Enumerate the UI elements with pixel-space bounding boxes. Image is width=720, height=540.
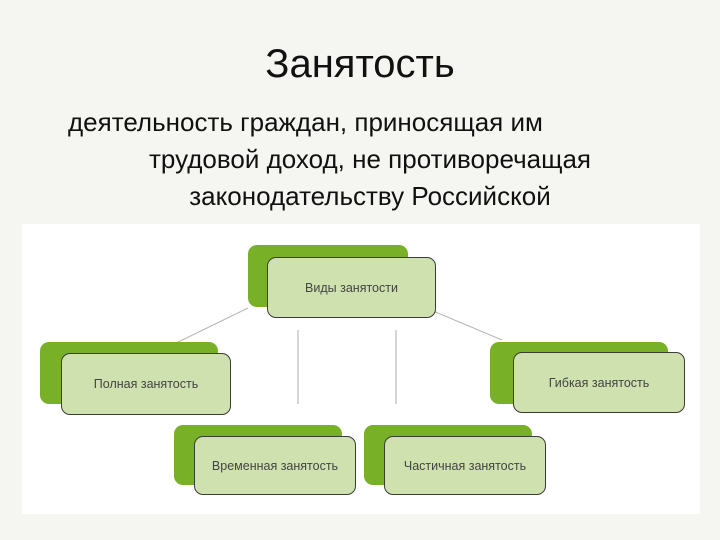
connector-root-full (169, 307, 249, 347)
node-label: Временная занятость (194, 436, 356, 495)
diagram-panel: Виды занятости Полная занятость Гибкая з… (22, 224, 700, 514)
connector-root-flexible (425, 307, 503, 341)
connector-lines (169, 307, 503, 404)
definition-line-2: трудовой доход, не противоречащая (149, 144, 591, 174)
definition-line-1: деятельность граждан, приносящая им (68, 107, 543, 137)
node-label: Виды занятости (267, 257, 436, 318)
slide-title: Занятость (265, 42, 455, 86)
node-label: Полная занятость (61, 353, 231, 415)
node-label: Частичная занятость (384, 436, 546, 495)
definition-text: деятельность граждан, приносящая им труд… (60, 104, 680, 215)
node-label: Гибкая занятость (513, 352, 685, 413)
definition-line-3: законодательству Российской (189, 181, 551, 211)
